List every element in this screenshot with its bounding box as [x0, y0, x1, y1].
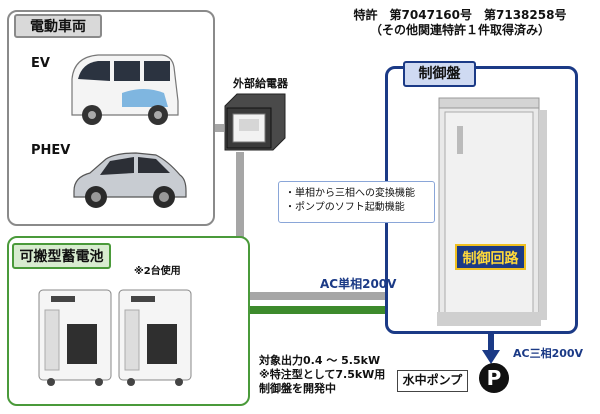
vehicle-panel-title: 電動車両: [14, 14, 102, 38]
note-line-3: 制御盤を開発中: [259, 382, 336, 395]
phev-label: PHEV: [31, 143, 71, 158]
battery-note: ※2台使用: [134, 266, 181, 277]
charger-label: 外部給電器: [233, 77, 288, 90]
ac-three-phase-label: AC三相200V: [513, 347, 584, 360]
ev-label: EV: [31, 56, 50, 71]
callout-line-2: ・ポンプのソフト起動機能: [285, 202, 405, 213]
ev-van-image: [71, 54, 179, 125]
patent-info: 特許 第7047160号 第7138258号 （その他関連特許１件取得済み）: [326, 8, 594, 38]
control-panel-title: 制御盤: [403, 61, 476, 87]
control-cabinet-image: [437, 97, 547, 326]
callout-line-1: ・単相から三相への変換機能: [285, 188, 415, 199]
control-circuit-box: 制御回路: [455, 244, 526, 270]
navy-arrowhead: [482, 350, 500, 364]
function-callout: ・単相から三相への変換機能 ・ポンプのソフト起動機能: [278, 181, 435, 223]
note-line-1: 対象出力0.4 ～ 5.5kW: [259, 354, 381, 367]
ac-single-phase-label: AC単相200V: [320, 277, 397, 291]
pump-icon: P: [479, 363, 509, 393]
submersible-pump-label: 水中ポンプ: [397, 370, 468, 392]
external-charger-device: [224, 93, 286, 151]
patent-line-1: 特許 第7047160号 第7138258号: [353, 8, 567, 22]
battery-panel-title: 可搬型蓄電池: [12, 243, 111, 269]
output-note: 対象出力0.4 ～ 5.5kW ※特注型として7.5kW用 制御盤を開発中: [259, 354, 385, 396]
patent-line-2: （その他関連特許１件取得済み）: [369, 23, 550, 37]
battery-unit-1: [38, 289, 112, 386]
phev-suv-image: [73, 152, 187, 208]
note-line-2: ※特注型として7.5kW用: [259, 368, 386, 381]
battery-unit-2: [118, 289, 192, 386]
